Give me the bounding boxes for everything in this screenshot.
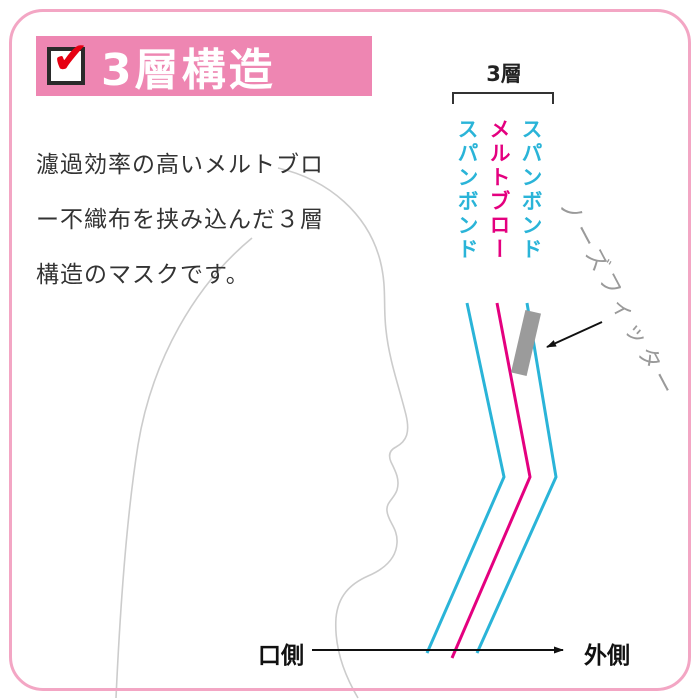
banner-title: 3層構造: [101, 45, 276, 96]
layer-label-meltblown: メルトブロー: [487, 118, 511, 262]
description-line: ー不織布を挟み込んだ３層: [36, 207, 324, 233]
layer-line-spunbond-outer: [475, 302, 558, 654]
nose-fitter-arrow: [546, 321, 603, 348]
description-line: 構造のマスクです。: [36, 262, 250, 288]
layer-label-spunbond-outer: スパンボンド: [519, 118, 543, 262]
checkmark-icon: ✔: [52, 33, 89, 84]
layer-line-spunbond-inner: [425, 302, 506, 654]
nose-fitter-piece: [511, 310, 541, 376]
layer-line-meltblown: [450, 302, 532, 659]
description-text: 濾過効率の高いメルトブロ ー不織布を挟み込んだ３層 構造のマスクです。: [36, 138, 381, 303]
layer-label-spunbond-inner: スパンボンド: [455, 118, 479, 262]
checkbox-icon: ✔: [47, 37, 89, 85]
nose-fitter-label: ノーズフィッター: [553, 195, 682, 404]
header-banner: ✔ 3層構造: [36, 36, 372, 96]
mouth-side-label: 口側: [258, 643, 304, 669]
three-layer-bracket-label: 3層: [486, 62, 522, 86]
three-layer-bracket: [452, 92, 554, 104]
outer-side-label: 外側: [584, 643, 630, 669]
description-line: 濾過効率の高いメルトブロ: [36, 152, 324, 178]
pink-border-frame: [9, 9, 691, 691]
